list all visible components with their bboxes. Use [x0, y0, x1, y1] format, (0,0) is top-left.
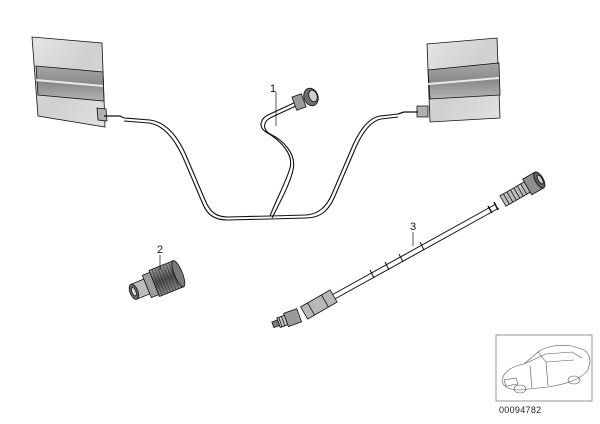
callout-3: 3 [410, 221, 416, 246]
diagram-reference-number: 00094782 [499, 405, 542, 415]
callout-1: 1 [270, 83, 277, 126]
left-seat-heating-pad [31, 36, 125, 128]
knurled-connector-part [128, 260, 186, 300]
heating-wiring-harness [123, 101, 399, 221]
right-seat-heating-pad [397, 37, 501, 123]
vehicle-thumbnail [495, 334, 593, 402]
callout-1-label: 1 [270, 83, 276, 95]
callout-2: 2 [157, 244, 163, 270]
callout-2-label: 2 [157, 244, 163, 256]
harness-plug-connector [291, 87, 319, 111]
sensor-cable-part [271, 171, 546, 329]
callout-3-label: 3 [410, 221, 416, 233]
